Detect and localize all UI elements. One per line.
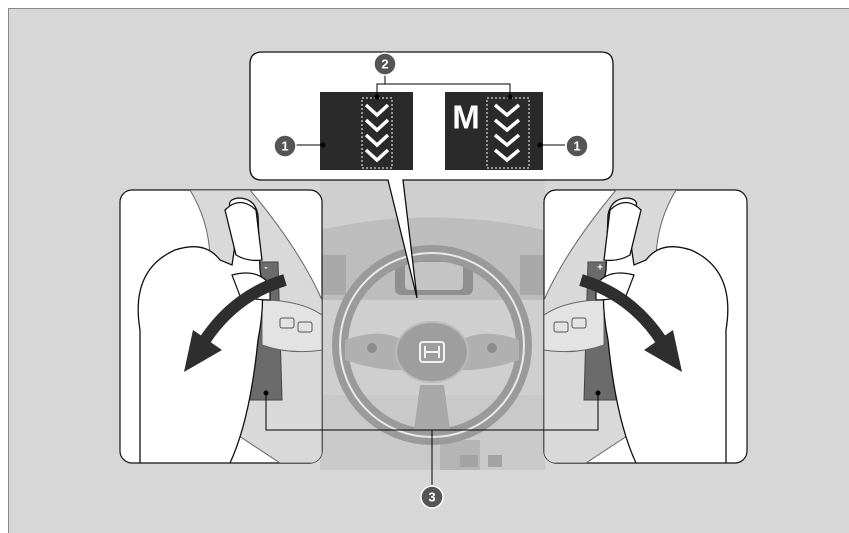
callout-1-left: 1 — [274, 135, 296, 157]
callout-1-right: 1 — [566, 135, 588, 157]
right-gear-display: M — [445, 92, 543, 170]
left-hand-panel: - — [120, 190, 322, 463]
paddle-minus-sign: - — [264, 263, 267, 274]
callout-3-number: 3 — [428, 490, 435, 505]
right-hand-panel: + — [544, 190, 747, 463]
callout-2: 2 — [374, 53, 396, 75]
cockpit-steering-wheel-photo — [320, 180, 545, 470]
callout-3: 3 — [421, 486, 443, 508]
callout-1-left-number: 1 — [281, 139, 288, 154]
callout-1-right-number: 1 — [573, 139, 580, 154]
callout-2-number: 2 — [381, 57, 388, 72]
left-gear-display — [320, 92, 413, 170]
manual-mode-indicator: M — [452, 99, 480, 136]
paddle-plus-sign: + — [597, 263, 603, 274]
